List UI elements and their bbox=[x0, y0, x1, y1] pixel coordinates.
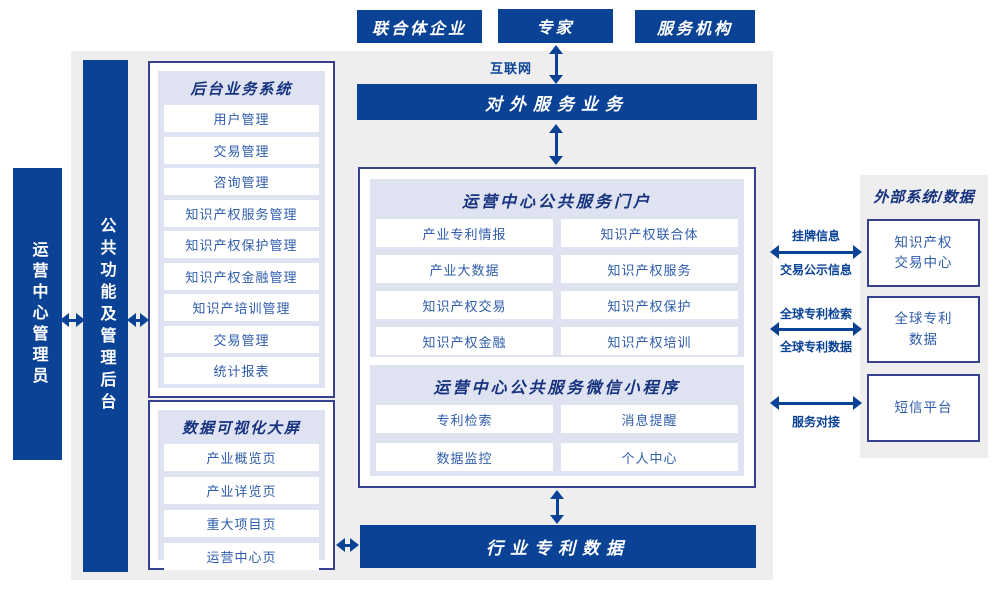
dashboard-item: 产业概览页 bbox=[164, 444, 319, 471]
portal-item: 知识产权服务 bbox=[561, 255, 738, 283]
bar-label: 公共功能及管理后台 bbox=[97, 217, 115, 415]
backend-item: 知识产权保护管理 bbox=[164, 231, 319, 258]
link-label-listing-info: 挂牌信息 bbox=[791, 229, 840, 243]
backend-system-title: 后台业务系统 bbox=[190, 81, 293, 98]
miniprogram-panel: 运营中心公共服务微信小程序 专利检索 消息提醒 数据监控 个人中心 bbox=[370, 365, 744, 476]
dashboard-title: 数据可视化大屏 bbox=[181, 420, 301, 437]
actor-label: 联合体企业 bbox=[371, 20, 467, 38]
backend-item: 交易管理 bbox=[164, 325, 319, 353]
actor-label: 专家 bbox=[536, 20, 575, 37]
arrow-portal-to-ip-trading-center bbox=[770, 245, 862, 259]
backend-item: 统计报表 bbox=[164, 357, 319, 384]
backend-item: 咨询管理 bbox=[164, 168, 319, 195]
portal-item: 知识产权保护 bbox=[561, 291, 738, 319]
portal-title: 运营中心公共服务门户 bbox=[461, 194, 652, 211]
arrow-admin-to-backend-bar bbox=[60, 313, 85, 327]
link-label-global-patent-data: 全球专利数据 bbox=[779, 340, 852, 354]
arrow-shaft bbox=[554, 51, 558, 78]
arrow-banner-to-portal bbox=[549, 124, 563, 165]
arrow-shaft bbox=[342, 543, 353, 547]
industry-patent-data-banner: 行业专利数据 bbox=[360, 525, 756, 568]
actor-label: 服务机构 bbox=[656, 20, 733, 38]
miniprogram-item: 专利检索 bbox=[376, 405, 553, 433]
external-box-ip-trading-center: 知识产权 交易中心 bbox=[867, 219, 980, 287]
dashboard-item: 重大项目页 bbox=[164, 510, 319, 537]
external-box-sms-platform: 短信平台 bbox=[867, 374, 980, 442]
arrow-shaft bbox=[133, 318, 143, 322]
arrow-shaft bbox=[776, 401, 856, 405]
external-service-banner: 对外服务业务 bbox=[357, 84, 757, 120]
public-functions-backend-bar: 公共功能及管理后台 bbox=[83, 60, 128, 572]
actor-consortium-enterprise: 联合体企业 bbox=[357, 10, 482, 43]
arrow-shaft bbox=[554, 130, 558, 159]
backend-system-items: 用户管理 交易管理 咨询管理 知识产权服务管理 知识产权保护管理 知识产权金融管… bbox=[158, 105, 325, 390]
portal-item: 知识产权金融 bbox=[376, 327, 553, 355]
internet-label: 互联网 bbox=[489, 61, 532, 76]
arrow-miniprogram-to-industry-data bbox=[550, 490, 564, 524]
portal-item: 知识产权交易 bbox=[376, 291, 553, 319]
miniprogram-item: 个人中心 bbox=[561, 443, 738, 471]
portal-item: 知识产权培训 bbox=[561, 327, 738, 355]
portal-panel: 运营中心公共服务门户 产业专利情报 知识产权联合体 产业大数据 知识产权服务 知… bbox=[370, 179, 744, 357]
center-services-frame: 运营中心公共服务门户 产业专利情报 知识产权联合体 产业大数据 知识产权服务 知… bbox=[358, 167, 756, 488]
miniprogram-title: 运营中心公共服务微信小程序 bbox=[433, 380, 681, 397]
operations-center-admin-bar: 运营中心管理员 bbox=[13, 168, 62, 460]
banner-label: 对外服务业务 bbox=[485, 94, 629, 114]
backend-item: 知识产权服务管理 bbox=[164, 199, 319, 227]
arrow-shaft bbox=[776, 250, 856, 254]
external-box-global-patent-data: 全球专利 数据 bbox=[867, 296, 980, 363]
link-label-global-patent-search: 全球专利检索 bbox=[779, 307, 852, 321]
link-label-service-docking: 服务对接 bbox=[791, 415, 840, 429]
actor-service-agency: 服务机构 bbox=[635, 10, 755, 43]
portal-item: 知识产权联合体 bbox=[561, 219, 738, 247]
portal-item: 产业专利情报 bbox=[376, 219, 553, 247]
arrow-internet-vertical bbox=[549, 45, 563, 84]
arrow-portal-to-global-patent-data bbox=[770, 322, 862, 336]
bar-label: 运营中心管理员 bbox=[29, 240, 47, 388]
external-systems-title: 外部系统/数据 bbox=[873, 189, 975, 206]
backend-item: 知识产培训管理 bbox=[164, 294, 319, 321]
backend-item: 知识产权金融管理 bbox=[164, 262, 319, 290]
portal-items: 产业专利情报 知识产权联合体 产业大数据 知识产权服务 知识产权交易 知识产权保… bbox=[370, 219, 744, 363]
external-systems-panel: 外部系统/数据 知识产权 交易中心 全球专利 数据 短信平台 bbox=[860, 175, 988, 458]
arrow-portal-to-sms-platform bbox=[770, 396, 862, 410]
arrow-shaft bbox=[66, 318, 79, 322]
dashboard-panel: 数据可视化大屏 产业概览页 产业详览页 重大项目页 运营中心页 bbox=[158, 410, 325, 570]
arrow-bar-to-backend-system bbox=[127, 313, 149, 327]
dashboard-item: 运营中心页 bbox=[164, 543, 319, 570]
miniprogram-item: 消息提醒 bbox=[561, 405, 738, 433]
dashboard-item: 产业详览页 bbox=[164, 477, 319, 504]
dashboard-frame: 数据可视化大屏 产业概览页 产业详览页 重大项目页 运营中心页 bbox=[148, 400, 335, 570]
arrow-shaft bbox=[555, 496, 559, 518]
dashboard-items: 产业概览页 产业详览页 重大项目页 运营中心页 bbox=[158, 444, 325, 576]
portal-item: 产业大数据 bbox=[376, 255, 553, 283]
arrow-dashboard-to-industry-data bbox=[336, 538, 359, 552]
link-label-trade-publicity-info: 交易公示信息 bbox=[779, 263, 852, 277]
backend-system-panel: 后台业务系统 用户管理 交易管理 咨询管理 知识产权服务管理 知识产权保护管理 … bbox=[158, 71, 325, 388]
miniprogram-item: 数据监控 bbox=[376, 443, 553, 471]
arrow-shaft bbox=[776, 327, 856, 331]
backend-item: 交易管理 bbox=[164, 136, 319, 164]
actor-expert: 专家 bbox=[498, 9, 613, 43]
backend-system-frame: 后台业务系统 用户管理 交易管理 咨询管理 知识产权服务管理 知识产权保护管理 … bbox=[148, 61, 335, 398]
backend-item: 用户管理 bbox=[164, 105, 319, 132]
miniprogram-items: 专利检索 消息提醒 数据监控 个人中心 bbox=[370, 405, 744, 479]
banner-label: 行业专利数据 bbox=[486, 539, 630, 558]
